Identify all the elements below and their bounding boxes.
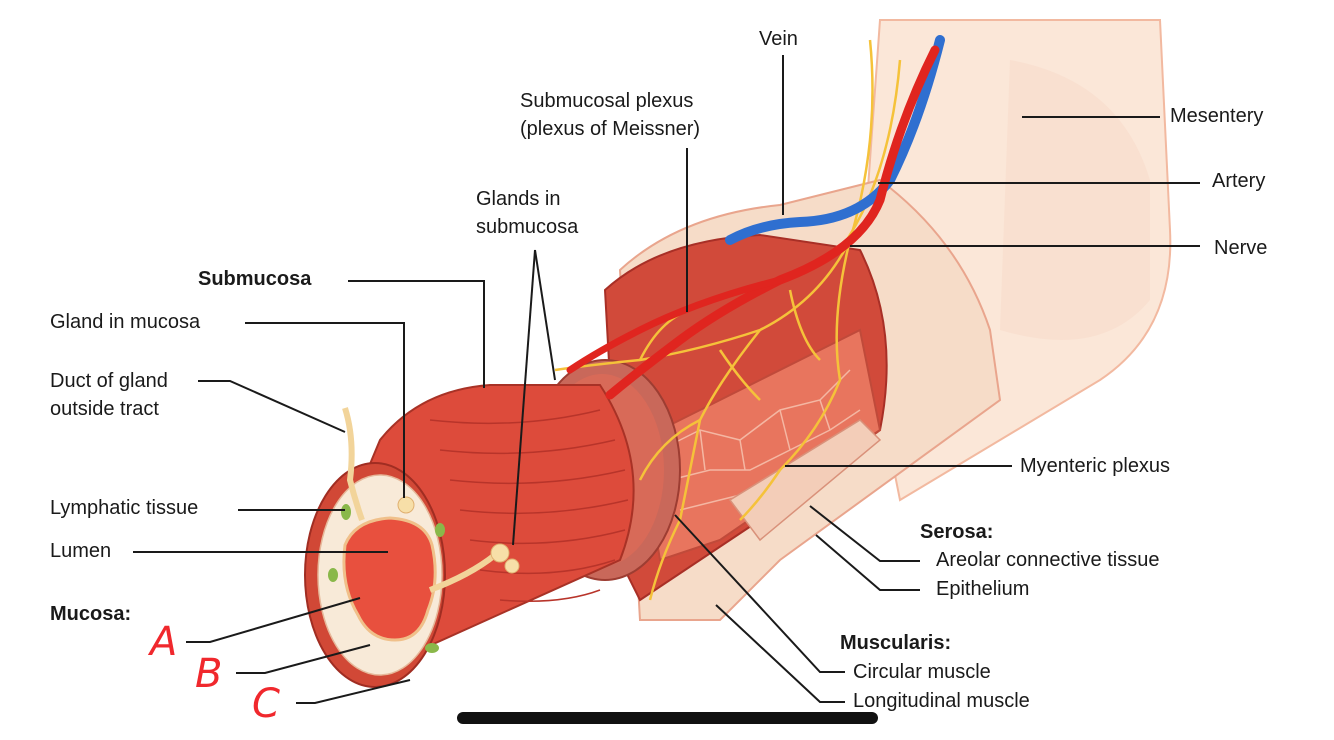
lymphatic-nodule <box>341 504 351 520</box>
label-vein: Vein <box>759 28 798 50</box>
label-longitudinal-muscle: Longitudinal muscle <box>853 690 1030 712</box>
handwritten-letter-c: C <box>252 681 280 727</box>
label-artery: Artery <box>1212 170 1266 192</box>
label-areolar-connective-tissue: Areolar connective tissue <box>936 549 1160 571</box>
label-lumen: Lumen <box>50 540 112 562</box>
label-mucosa: Mucosa: <box>50 603 132 625</box>
lymphatic-nodule <box>435 523 445 537</box>
muscle-striations <box>429 409 629 602</box>
handwritten-letter-a: A <box>150 619 178 665</box>
label-epithelium: Epithelium <box>936 578 1030 600</box>
serosa-edge <box>728 419 882 542</box>
label-glands-submucosa-line2: submucosa <box>476 216 579 238</box>
lymphatic-nodule <box>425 643 439 653</box>
home-indicator-bar[interactable] <box>457 712 878 724</box>
lymphatic-nodule <box>328 568 338 582</box>
submucosa-gland-duct <box>428 552 497 593</box>
label-gland-in-mucosa: Gland in mucosa <box>50 311 201 333</box>
nerve-network <box>554 39 902 601</box>
label-mesentery: Mesentery <box>1170 105 1264 127</box>
lumen-shape <box>342 516 437 642</box>
label-submucosa: Submucosa <box>198 268 312 290</box>
label-nerve: Nerve <box>1214 237 1268 259</box>
gland-duct <box>342 407 365 521</box>
label-submucosal-plexus-line1: Submucosal plexus <box>520 90 694 112</box>
label-duct-line2: outside tract <box>50 398 159 420</box>
vein-vessel <box>725 35 945 245</box>
mesentery-fold <box>1000 60 1150 340</box>
label-serosa: Serosa: <box>920 521 994 543</box>
label-myenteric-plexus: Myenteric plexus <box>1020 455 1171 477</box>
label-submucosal-plexus-line2: (plexus of Meissner) <box>520 118 701 140</box>
label-lymphatic-tissue: Lymphatic tissue <box>50 497 199 519</box>
artery-vessel <box>605 45 940 400</box>
label-muscularis: Muscularis: <box>840 632 952 654</box>
leader-lines <box>133 55 1200 704</box>
label-glands-submucosa-line1: Glands in <box>476 188 561 210</box>
artery-branch <box>566 276 784 374</box>
label-circular-muscle: Circular muscle <box>853 661 991 683</box>
label-duct-line1: Duct of gland <box>50 370 168 392</box>
handwritten-letter-b: B <box>195 651 223 697</box>
